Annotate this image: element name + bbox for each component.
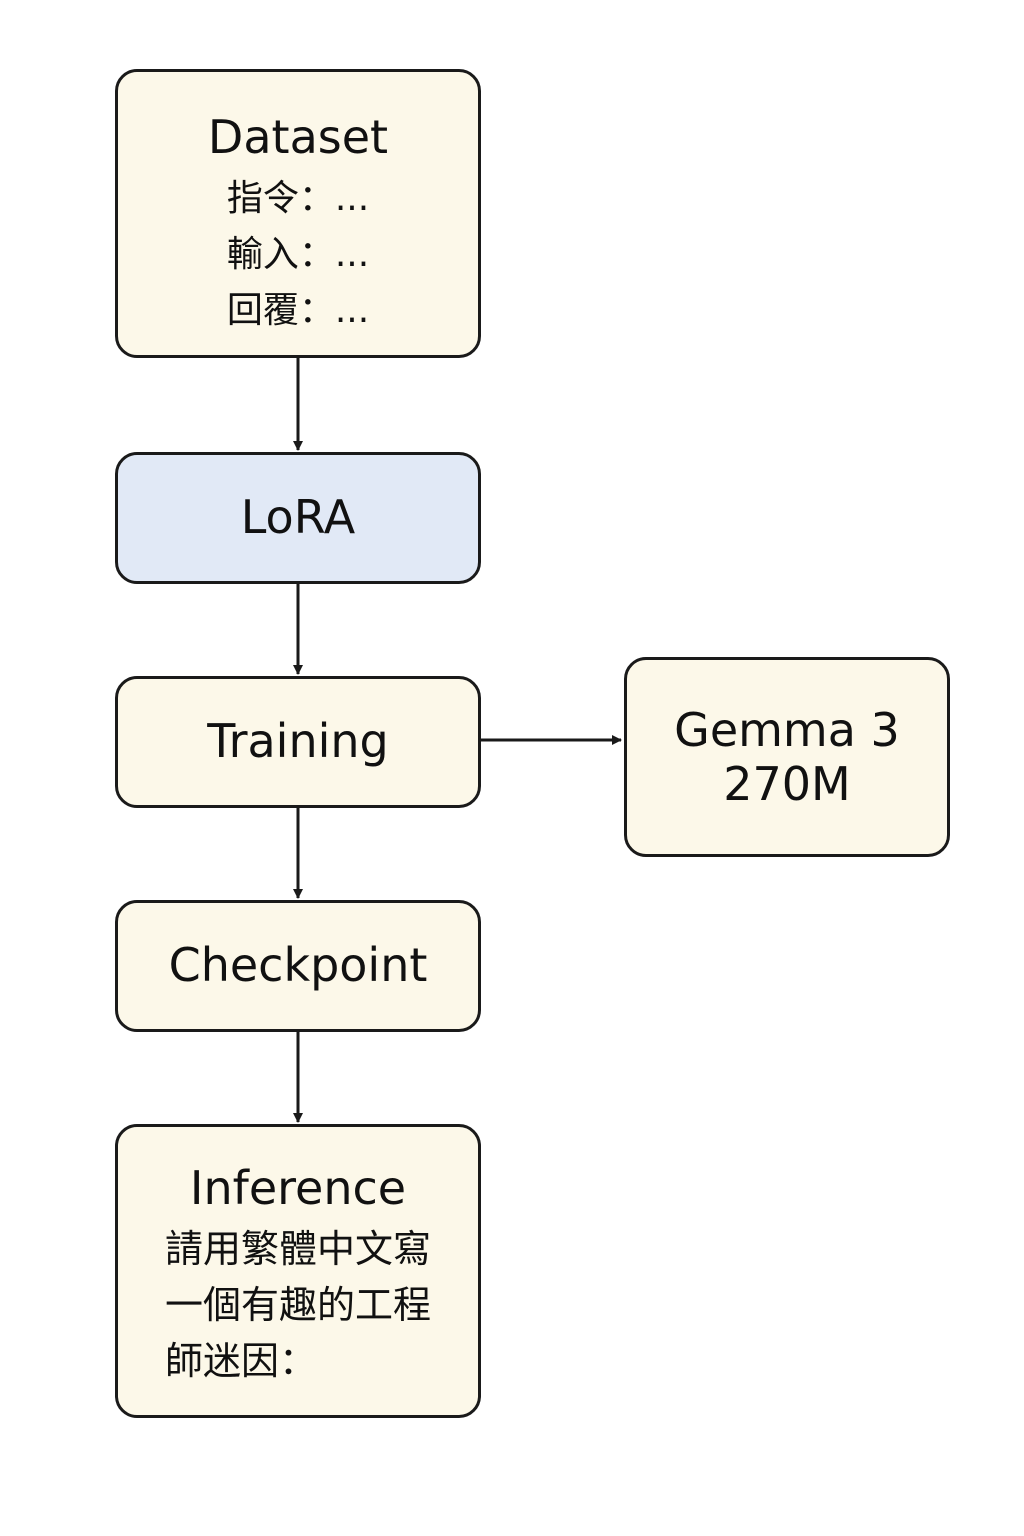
- training-node: Training: [115, 676, 481, 808]
- inference-prompt-line-3: 師迷因：: [164, 1338, 317, 1383]
- inference-prompt: 請用繁體中文寫 一個有趣的工程 師迷因：: [165, 1222, 431, 1390]
- model-size: 270M: [723, 757, 851, 811]
- model-name: Gemma 3: [674, 702, 900, 757]
- dataset-title: Dataset: [207, 110, 389, 164]
- checkpoint-title: Checkpoint: [168, 938, 428, 993]
- dataset-node: Dataset 指令：... 輸入：... 回覆：...: [115, 69, 481, 358]
- inference-node: Inference 請用繁體中文寫 一個有趣的工程 師迷因：: [115, 1124, 481, 1418]
- inference-title: Inference: [189, 1161, 407, 1215]
- dataset-field-instruction: 指令：...: [226, 178, 370, 220]
- checkpoint-node: Checkpoint: [115, 900, 481, 1032]
- inference-prompt-line-1: 請用繁體中文寫: [164, 1227, 431, 1272]
- dataset-field-response: 回覆：...: [226, 289, 370, 331]
- lora-node: LoRA: [115, 452, 481, 584]
- training-title: Training: [207, 714, 389, 769]
- model-node: Gemma 3 270M: [624, 657, 950, 857]
- dataset-fields: 指令：... 輸入：... 回覆：...: [227, 171, 369, 338]
- lora-title: LoRA: [240, 490, 356, 545]
- inference-prompt-line-2: 一個有趣的工程: [164, 1283, 431, 1328]
- dataset-field-input: 輸入：...: [226, 233, 370, 275]
